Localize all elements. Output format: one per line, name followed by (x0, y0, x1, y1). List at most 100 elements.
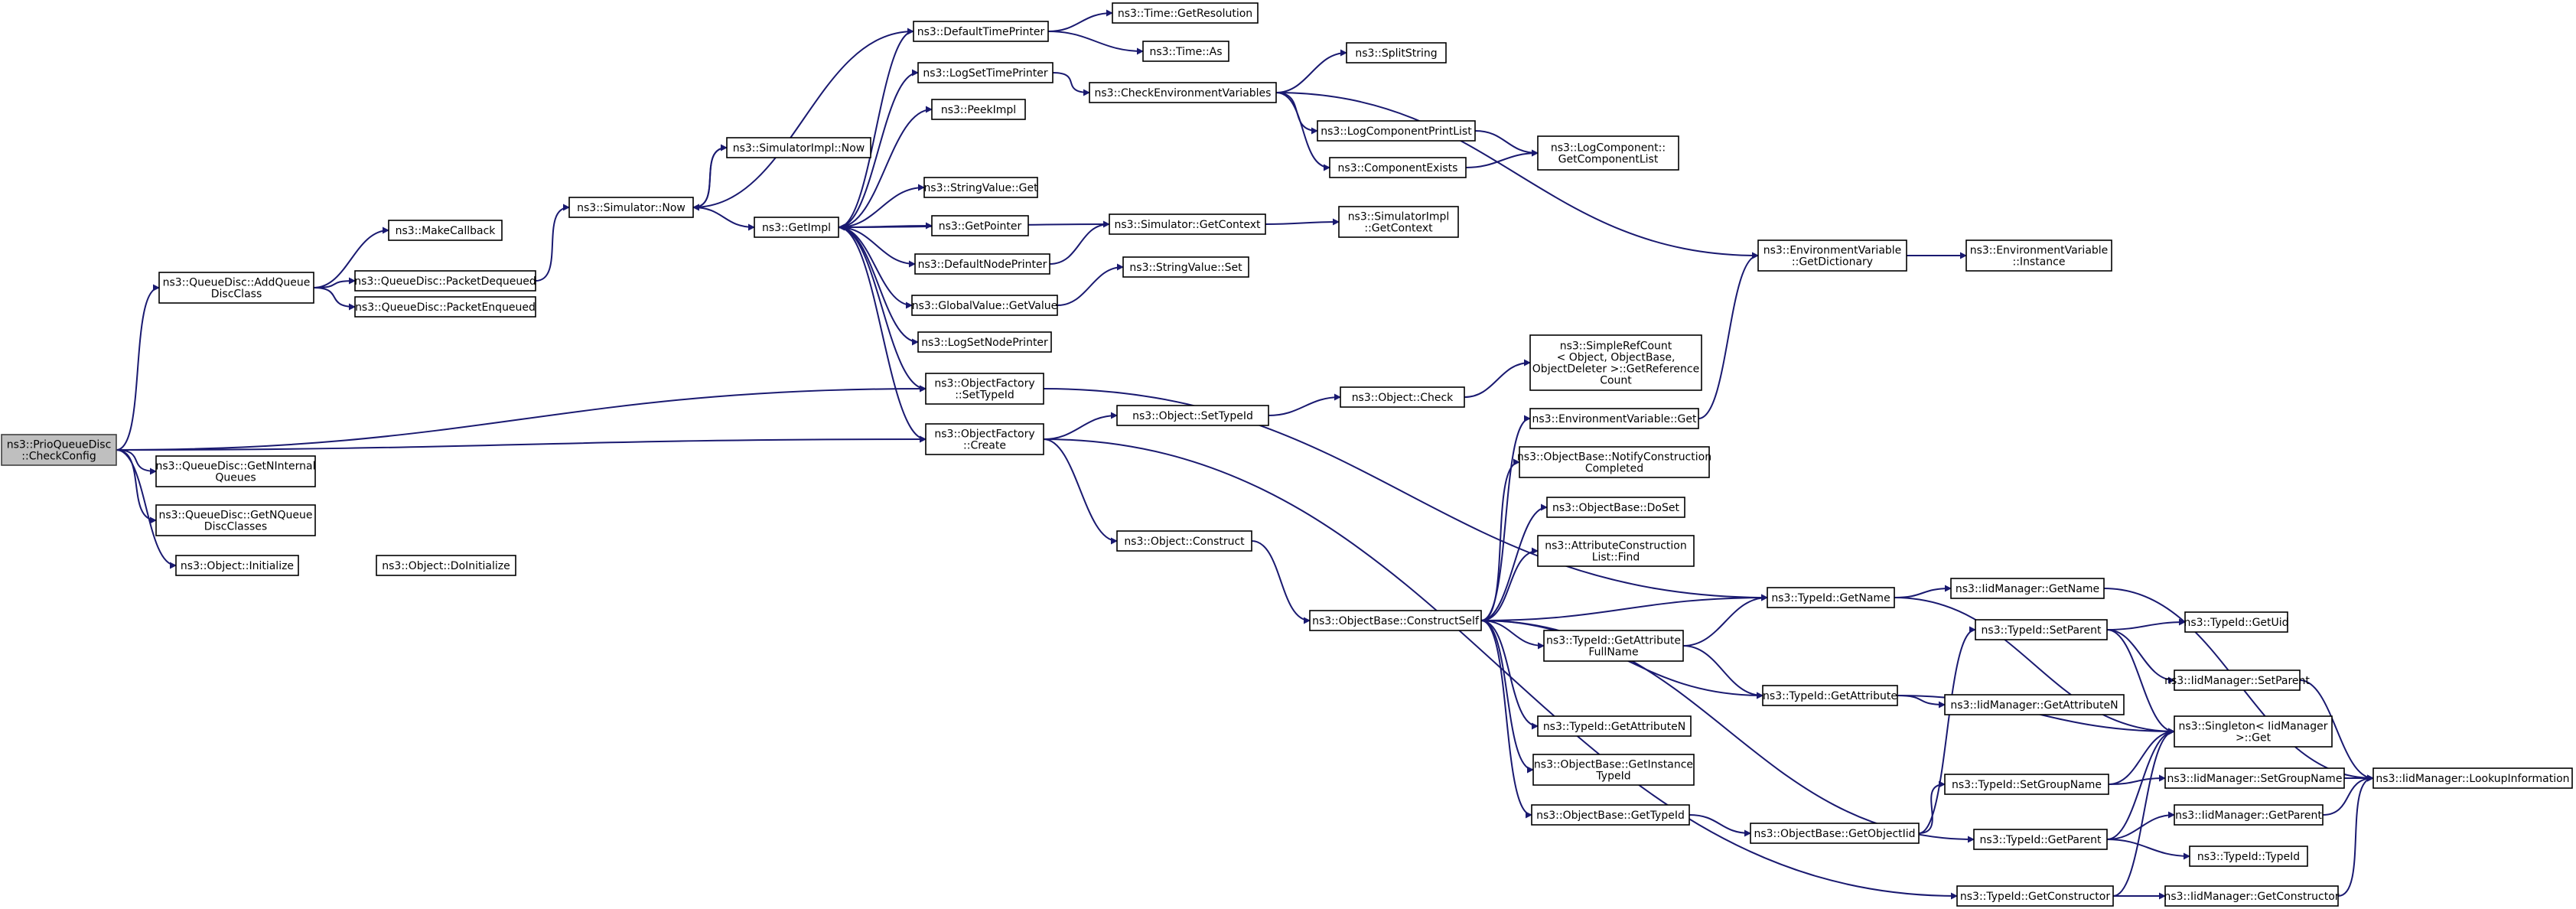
node-defnp[interactable]: ns3::DefaultNodePrinter (914, 253, 1050, 275)
node-box (568, 197, 694, 218)
node-peekimpl[interactable]: ns3::PeekImpl (931, 99, 1026, 120)
node-tidgetattr[interactable]: ns3::TypeId::GetAttribute (1762, 685, 1898, 706)
node-simimplgetctx[interactable]: ns3::SimulatorImpl::GetContext (1338, 206, 1459, 238)
node-box (1338, 206, 1459, 238)
node-obconstructself[interactable]: ns3::ObjectBase::ConstructSelf (1309, 610, 1482, 631)
node-pktdeq[interactable]: ns3::QueueDisc::PacketDequeued (354, 270, 536, 292)
node-envget[interactable]: ns3::EnvironmentVariable::Get (1529, 408, 1699, 429)
node-strvalset[interactable]: ns3::StringValue::Set (1122, 256, 1249, 278)
edge-obconstructself-to-acfind (1480, 547, 1539, 621)
node-iidgetctor[interactable]: ns3::IidManager::GetConstructor (2164, 885, 2340, 907)
node-label: ns3::TypeId::GetAttribute (1763, 690, 1897, 702)
node-obgetoiid[interactable]: ns3::ObjectBase::GetObjectIid (1750, 823, 1920, 844)
node-tidsetgroupname[interactable]: ns3::TypeId::SetGroupName (1944, 774, 2109, 795)
node-label: ns3::Object::SetTypeId (1132, 410, 1253, 422)
node-box (1112, 2, 1259, 24)
node-ofsettid[interactable]: ns3::ObjectFactory::SetTypeId (925, 373, 1044, 405)
node-box (1956, 885, 2114, 907)
node-simnow[interactable]: ns3::Simulator::Now (568, 197, 694, 218)
node-compexists[interactable]: ns3::ComponentExists (1329, 157, 1467, 178)
node-iidlookup[interactable]: ns3::IidManager::LookupInformation (2372, 767, 2573, 789)
node-tidtypeid[interactable]: ns3::TypeId::TypeId (2189, 845, 2308, 867)
node-simgetctx[interactable]: ns3::Simulator::GetContext (1109, 213, 1266, 235)
edge-obconstructself-to-obnotify (1480, 458, 1520, 621)
node-label: ns3::TypeId::GetAttribute (1546, 635, 1681, 647)
node-tidgetuid[interactable]: ns3::TypeId::GetUid (2184, 611, 2289, 633)
node-box (1116, 530, 1252, 552)
node-box (1109, 213, 1266, 235)
node-makecb[interactable]: ns3::MakeCallback (388, 220, 503, 241)
node-deftp[interactable]: ns3::DefaultTimePrinter (913, 21, 1049, 42)
node-objconstruct[interactable]: ns3::Object::Construct (1116, 530, 1252, 552)
node-root[interactable]: ns3::PrioQueueDisc::CheckConfig (1, 434, 117, 466)
node-splitstr[interactable]: ns3::SplitString (1346, 42, 1447, 64)
node-checkenv[interactable]: ns3::CheckEnvironmentVariables (1089, 82, 1277, 103)
node-timegetres[interactable]: ns3::Time::GetResolution (1112, 2, 1259, 24)
node-box (155, 504, 316, 536)
node-label: ns3::SimulatorImpl (1348, 211, 1450, 223)
node-logsetnp[interactable]: ns3::LogSetNodePrinter (917, 331, 1052, 353)
node-simimplnow[interactable]: ns3::SimulatorImpl::Now (726, 137, 871, 158)
node-srcgetrc[interactable]: ns3::SimpleRefCount< Object, ObjectBase,… (1529, 334, 1702, 391)
node-label: ns3::StringValue::Set (1129, 262, 1242, 274)
node-box (1317, 120, 1476, 142)
node-label: ns3::Simulator::Now (577, 202, 686, 214)
node-obnotify[interactable]: ns3::ObjectBase::NotifyConstructionCompl… (1517, 446, 1711, 478)
node-label: ns3::SimpleRefCount (1560, 340, 1672, 353)
edge-checkenv-to-envgetdict (1275, 92, 1759, 259)
node-logsettp[interactable]: ns3::LogSetTimePrinter (917, 62, 1054, 83)
edge-tidsetgroupname-to-iidsetgroupname (2108, 774, 2166, 785)
node-box (2174, 804, 2324, 826)
node-iidsetgroupname[interactable]: ns3::IidManager::SetGroupName (2164, 767, 2345, 789)
node-label: ns3::TypeId::GetUid (2184, 617, 2288, 629)
node-envgetdict[interactable]: ns3::EnvironmentVariable::GetDictionary (1757, 239, 1907, 272)
node-iidgetattrn[interactable]: ns3::IidManager::GetAttributeN (1944, 694, 2125, 715)
node-iidgetparent[interactable]: ns3::IidManager::GetParent (2174, 804, 2324, 826)
node-label: Queues (215, 472, 256, 484)
node-tidgetattrn[interactable]: ns3::TypeId::GetAttributeN (1537, 715, 1692, 737)
node-getptr[interactable]: ns3::GetPointer (931, 215, 1029, 236)
node-label: ::CheckConfig (21, 451, 96, 463)
edges-layer (116, 9, 2374, 900)
edge-obconstructself-to-obdoset (1480, 503, 1548, 621)
node-singletonget[interactable]: ns3::Singleton< IidManager>::Get (2174, 715, 2333, 748)
node-label: GetComponentList (1558, 154, 1659, 166)
node-label: ns3::GetImpl (762, 222, 831, 234)
node-timeas[interactable]: ns3::Time::As (1142, 41, 1229, 62)
edge-simnow-to-getimpl (692, 207, 755, 231)
node-pktenq[interactable]: ns3::QueueDisc::PacketEnqueued (354, 296, 536, 318)
node-tidgetctor[interactable]: ns3::TypeId::GetConstructor (1956, 885, 2114, 907)
node-label: TypeId (1595, 771, 1630, 783)
node-ofcreate[interactable]: ns3::ObjectFactory::Create (925, 423, 1044, 455)
node-label: ns3::TypeId::GetParent (1980, 834, 2102, 846)
node-tidgetparent[interactable]: ns3::TypeId::GetParent (1973, 829, 2108, 850)
node-objcheck[interactable]: ns3::Object::Check (1340, 386, 1465, 408)
node-objdoinit[interactable]: ns3::Object::DoInitialize (376, 555, 516, 576)
node-logcgcl[interactable]: ns3::LogComponent::GetComponentList (1537, 135, 1679, 171)
node-objinit[interactable]: ns3::Object::Initialize (175, 555, 299, 576)
node-iidsetparent[interactable]: ns3::IidManager::SetParent (2164, 670, 2310, 691)
node-logcpl[interactable]: ns3::LogComponentPrintList (1317, 120, 1476, 142)
node-tidsetparent[interactable]: ns3::TypeId::SetParent (1975, 619, 2108, 640)
node-envinst[interactable]: ns3::EnvironmentVariable::Instance (1965, 239, 2112, 272)
node-objsettid[interactable]: ns3::Object::SetTypeId (1116, 405, 1269, 426)
node-label: ns3::DefaultTimePrinter (917, 26, 1045, 38)
edge-deftp-to-timeas (1047, 31, 1144, 55)
node-label: ::SetTypeId (955, 389, 1014, 402)
node-iidgetname[interactable]: ns3::IidManager::GetName (1950, 578, 2105, 599)
edge-getimpl-to-strvalget (838, 184, 925, 228)
node-label: ns3::QueueDisc::PacketDequeued (354, 275, 536, 288)
node-obgettid[interactable]: ns3::ObjectBase::GetTypeId (1531, 804, 1690, 826)
node-gvgetvalue[interactable]: ns3::GlobalValue::GetValue (911, 295, 1058, 316)
edge-obconstructself-to-obgetinsttid (1480, 620, 1534, 774)
node-tidgetname[interactable]: ns3::TypeId::GetName (1767, 587, 1895, 608)
node-obdoset[interactable]: ns3::ObjectBase::DoSet (1546, 497, 1685, 518)
node-getimpl[interactable]: ns3::GetImpl (754, 217, 839, 238)
node-strvalget[interactable]: ns3::StringValue::Get (923, 177, 1038, 198)
